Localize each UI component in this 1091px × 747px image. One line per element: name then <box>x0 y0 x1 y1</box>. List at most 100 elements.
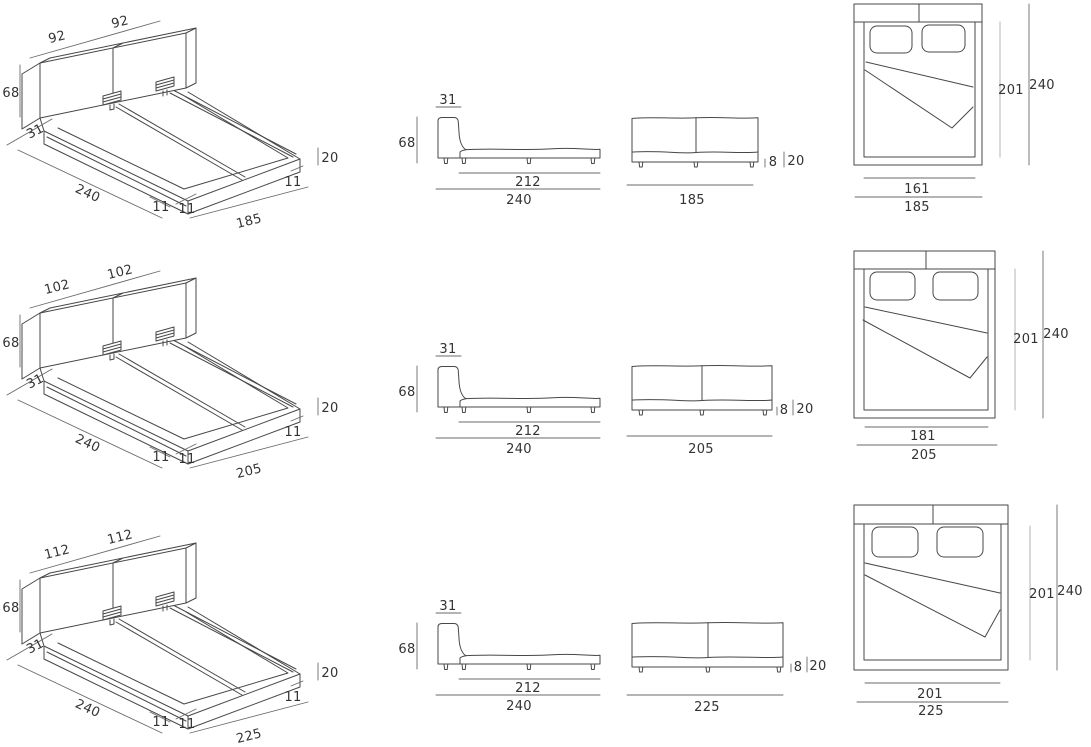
side-rail <box>169 339 297 408</box>
dimension-lines <box>856 250 1044 446</box>
dim-line <box>6 118 53 146</box>
dimension-lines <box>6 270 319 469</box>
isometric-view-row2: 102 102 68 31 240 11 11 205 11 20 <box>2 262 338 482</box>
front-elevation-row3: 8 20 225 <box>626 621 826 715</box>
platform-bottom-outline <box>43 130 301 215</box>
side-rail <box>169 604 297 673</box>
dim-label: 112 <box>106 527 135 548</box>
dimension-lines <box>6 535 319 734</box>
dim-label: 225 <box>235 726 264 747</box>
dim-label: 20 <box>787 154 804 169</box>
headboard-left-face <box>21 312 41 380</box>
dim-label: 212 <box>515 175 541 190</box>
dim-label: 31 <box>439 599 456 614</box>
dim-label: 201 <box>998 83 1024 98</box>
dim-label: 8 <box>794 660 803 675</box>
bed-frame-drawing <box>21 27 301 215</box>
dim-line <box>17 399 163 469</box>
dim-label: 185 <box>904 200 930 215</box>
dim-label: 240 <box>1057 584 1083 599</box>
headboard-top-face <box>39 542 197 579</box>
dim-label: 102 <box>43 277 72 298</box>
leg <box>443 406 596 413</box>
dim-label: 68 <box>2 336 19 351</box>
bed-front-drawing <box>631 116 759 168</box>
front-elevation-row2: 8 20 205 <box>626 364 813 457</box>
dim-label: 68 <box>2 86 19 101</box>
rail-bracket-ribs <box>102 343 122 361</box>
pillow <box>869 271 916 301</box>
dim-line <box>17 149 163 219</box>
inner-frame-outline <box>57 96 289 190</box>
dim-label: 20 <box>321 401 338 416</box>
dim-label: 11 <box>178 202 195 217</box>
headboard-left-face <box>21 62 41 130</box>
dim-label: 240 <box>506 442 532 457</box>
rail-bracket-ribs <box>102 608 122 626</box>
bed-side-drawing <box>437 366 601 413</box>
headboard-profile <box>437 623 467 665</box>
plan-view-row3: 201 240 201 225 <box>853 504 1083 719</box>
headboard-top-face <box>39 277 197 314</box>
bed-plan-drawing <box>853 250 996 419</box>
dim-label: 201 <box>1029 587 1055 602</box>
dim-label: 161 <box>904 182 930 197</box>
inner-frame <box>863 268 989 411</box>
bed-side-drawing <box>437 623 601 670</box>
mattress-body <box>631 116 759 163</box>
pillow <box>921 24 966 53</box>
pillow <box>871 526 919 558</box>
rail-bracket-ribs <box>102 93 122 111</box>
dim-label: 185 <box>679 193 705 208</box>
dim-label: 11 <box>178 452 195 467</box>
platform-lip-line <box>46 651 187 722</box>
dim-line <box>175 193 197 205</box>
dimension-lines <box>626 656 808 696</box>
outer-frame <box>853 3 983 166</box>
headboard-top-face <box>39 27 197 64</box>
dim-line <box>6 368 53 396</box>
dim-label: 240 <box>506 193 532 208</box>
dim-label: 11 <box>152 715 169 730</box>
dim-label: 240 <box>1029 78 1055 93</box>
dim-label: 68 <box>2 601 19 616</box>
headboard-band <box>853 250 996 270</box>
bed-plan-drawing <box>853 3 983 166</box>
dim-label: 11 <box>178 717 195 732</box>
side-rail <box>169 89 297 158</box>
dim-label: 240 <box>1043 327 1069 342</box>
dim-label: 68 <box>398 385 415 400</box>
pillow <box>869 25 913 54</box>
dim-label: 112 <box>43 542 72 563</box>
bed-frame-drawing <box>21 277 301 465</box>
dimension-lines <box>416 106 601 190</box>
dim-label: 225 <box>694 700 720 715</box>
dimension-lines <box>416 612 601 696</box>
inner-frame-outline <box>57 346 289 440</box>
bed-plan-drawing <box>853 504 1009 671</box>
dim-line <box>17 664 163 734</box>
dim-line <box>149 711 171 723</box>
rail-bracket-ribs <box>155 594 175 612</box>
dim-label: 8 <box>780 403 789 418</box>
dim-label: 201 <box>1013 332 1039 347</box>
dim-label: 205 <box>235 461 264 482</box>
plan-view-row1: 201 240 161 185 <box>853 3 1055 215</box>
dim-line <box>290 680 304 687</box>
headboard-band <box>853 3 983 23</box>
dimension-lines <box>856 504 1058 703</box>
headboard-right-face <box>185 277 197 339</box>
dim-label: 225 <box>918 704 944 719</box>
dim-label: 68 <box>398 136 415 151</box>
outer-frame <box>853 504 1009 671</box>
dimension-lines <box>416 355 601 439</box>
pillow <box>936 526 984 558</box>
inner-frame-outline <box>57 611 289 705</box>
leg <box>638 666 782 673</box>
dim-line <box>290 165 304 172</box>
isometric-view-row3: 112 112 68 31 240 11 11 225 11 20 <box>2 527 338 747</box>
headboard-profile <box>437 117 467 159</box>
dim-label: 205 <box>911 448 937 463</box>
dim-line <box>6 633 53 661</box>
bed-side-drawing <box>437 117 601 164</box>
